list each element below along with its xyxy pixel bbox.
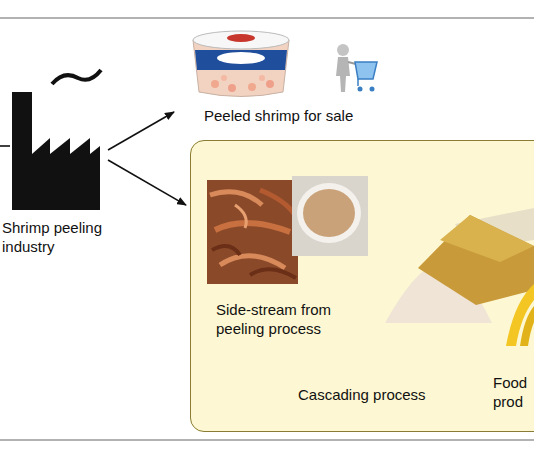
broth-cup-photo: [292, 176, 368, 256]
shrimp-tub: [266, 80, 274, 88]
shrimp-tub: [211, 80, 219, 88]
food-node: Food prod: [493, 371, 534, 413]
shrimp-tub: [193, 31, 289, 49]
flow-arrow: [108, 112, 174, 150]
shrimp-shells-photo: [220, 256, 285, 268]
frame-lines: [0, 145, 10, 147]
product-node: Peeled shrimp for sale: [178, 26, 368, 128]
node-label: Cascading process: [298, 385, 426, 404]
factory-smoke: [52, 70, 101, 84]
node-label: Food prod: [493, 373, 533, 411]
node-label: Shrimp peeling industry: [2, 218, 105, 256]
factory-silhouette: [0, 62, 105, 212]
broth-cup-photo: [292, 176, 368, 256]
shopping-cart-icon: [336, 57, 350, 92]
factory-body: [12, 92, 100, 210]
cascade-panel: Cascading process Side-stream from peelin…: [190, 140, 534, 432]
broth-cup-photo: [297, 183, 361, 243]
bananas: [506, 284, 534, 346]
shrimp-tub: [248, 83, 256, 91]
shrimp-tub: [217, 52, 265, 64]
shrimp-tub: [193, 31, 289, 97]
node-label: Peeled shrimp for sale: [204, 106, 353, 125]
yellow-panel-fill: [190, 140, 534, 432]
frame-lines: [0, 17, 534, 18]
shopping-cart-icon: [337, 44, 349, 56]
shrimp-shells-photo: [215, 223, 290, 232]
shopping-cart-icon: [355, 62, 377, 79]
bananas: [506, 284, 534, 346]
shrimp-shells-photo: [207, 180, 298, 284]
shrimp-shells-photo: [235, 205, 246, 228]
shopping-cart-icon: [370, 87, 375, 92]
node-label: Side-stream from peeling process: [216, 300, 344, 338]
shrimp-tub: [227, 34, 255, 42]
factory-icon: Shrimp peeling industry: [0, 62, 105, 212]
food-cube: [418, 215, 534, 305]
shrimp-shells-photo: [207, 180, 298, 284]
shrimp-shells-photo: [260, 190, 295, 215]
shrimp-shells-photo: [210, 192, 262, 205]
flow-arrow: [108, 160, 186, 205]
shrimp-shells-photo: [250, 269, 296, 278]
food-cube: [418, 208, 534, 305]
yellow-panel-fill: [190, 140, 534, 432]
shrimp-tub: [195, 50, 287, 70]
food-cube: [440, 215, 534, 262]
shopping-cart-icon: [336, 44, 377, 92]
bananas: [520, 306, 534, 346]
shrimp-shells-photo: [212, 246, 240, 255]
shrimp-tub: [259, 75, 265, 81]
shopping-cart-icon: [357, 79, 359, 86]
shopping-cart-icon: [358, 87, 363, 92]
broth-cup-photo: [303, 189, 355, 237]
shrimp-tub: [228, 84, 236, 92]
frame-lines: [0, 439, 534, 440]
side-stream-node: Side-stream from peeling process: [203, 173, 373, 343]
shrimp-tub: [221, 75, 227, 81]
